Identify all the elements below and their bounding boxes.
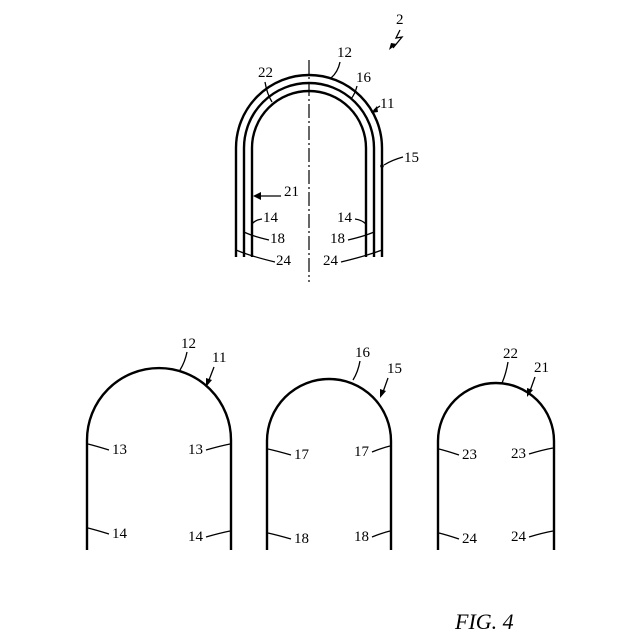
part-11-lower-left: 14: [112, 526, 128, 542]
label-12: 12: [337, 45, 352, 61]
part-15-lower-left-leader: [268, 533, 291, 539]
top-assembly: [236, 60, 382, 282]
part-21-upper-right-leader: [529, 448, 553, 454]
part-11-upper-right: 13: [188, 442, 203, 458]
part-11-upper-left: 13: [112, 442, 127, 458]
part-21-lower-left: 24: [462, 531, 478, 547]
part-21-outline: [438, 383, 554, 550]
part-21-top-leader: [502, 362, 508, 383]
part-15-outline: [267, 379, 391, 550]
part-21: 22 21 23 23 24 24: [438, 346, 554, 550]
label-14-right: 14: [337, 210, 353, 226]
part-21-lower-right: 24: [511, 529, 527, 545]
part-11-upper-right-leader: [206, 444, 230, 450]
part-11-top-leader: [180, 352, 187, 370]
leader-15: [384, 157, 403, 165]
dot-15: [380, 164, 384, 168]
assembly-arrowhead: [389, 43, 397, 50]
part-11-lower-right: 14: [188, 529, 204, 545]
part-21-outline-label: 21: [534, 360, 549, 376]
part-21-outline-leader: [530, 377, 535, 391]
part-15-top-leader: [353, 361, 360, 380]
leader-14-right: [355, 219, 366, 224]
label-18-right: 18: [330, 231, 345, 247]
part-15-lower-right: 18: [354, 529, 369, 545]
part-15-upper-right: 17: [354, 444, 370, 460]
part-15-outline-label: 15: [387, 361, 402, 377]
part-11: 12 11 13 13 14 14: [87, 336, 231, 550]
leader-12: [331, 62, 340, 78]
part-15-lower-left: 18: [294, 531, 309, 547]
part-21-upper-left: 23: [462, 447, 477, 463]
part-15-arrowhead: [380, 389, 386, 398]
label-24-left: 24: [276, 253, 292, 269]
part-15: 16 15 17 17 18 18: [267, 345, 402, 550]
label-18-left: 18: [270, 231, 285, 247]
ref-label-assembly: 2: [396, 12, 404, 28]
part-11-lower-left-leader: [88, 528, 109, 534]
leader-24-right: [341, 250, 382, 262]
part-15-outline-leader: [383, 378, 388, 392]
leader-14-left: [252, 219, 262, 224]
part-15-lower-right-leader: [372, 531, 390, 537]
part-15-upper-right-leader: [372, 446, 390, 452]
part-21-lower-left-leader: [439, 533, 459, 539]
label-11: 11: [380, 96, 394, 112]
part-15-upper-left: 17: [294, 447, 310, 463]
part-11-outline-leader: [209, 367, 214, 380]
leader-18-left: [244, 232, 269, 240]
leader-24-left: [236, 250, 275, 262]
label-15: 15: [404, 150, 419, 166]
label-22: 22: [258, 65, 273, 81]
part-11-lower-right-leader: [206, 531, 230, 537]
part-11-outline: [87, 368, 231, 550]
leader-18-right: [348, 232, 374, 240]
label-16: 16: [356, 70, 372, 86]
part-11-outline-label: 11: [212, 350, 226, 366]
part-21-top-label: 22: [503, 346, 518, 362]
part-11-arrowhead: [206, 378, 212, 387]
label-14-left: 14: [263, 210, 279, 226]
figure-caption: FIG. 4: [454, 609, 514, 634]
label-21: 21: [284, 184, 299, 200]
part-21-lower-right-leader: [529, 531, 553, 537]
part-15-top-label: 16: [355, 345, 371, 361]
part-11-top-label: 12: [181, 336, 196, 352]
part-15-upper-left-leader: [268, 449, 291, 455]
arrowhead-21: [253, 192, 261, 200]
part-11-upper-left-leader: [88, 444, 109, 450]
part-21-upper-right: 23: [511, 446, 526, 462]
part-21-upper-left-leader: [439, 449, 459, 455]
label-24-right: 24: [323, 253, 339, 269]
